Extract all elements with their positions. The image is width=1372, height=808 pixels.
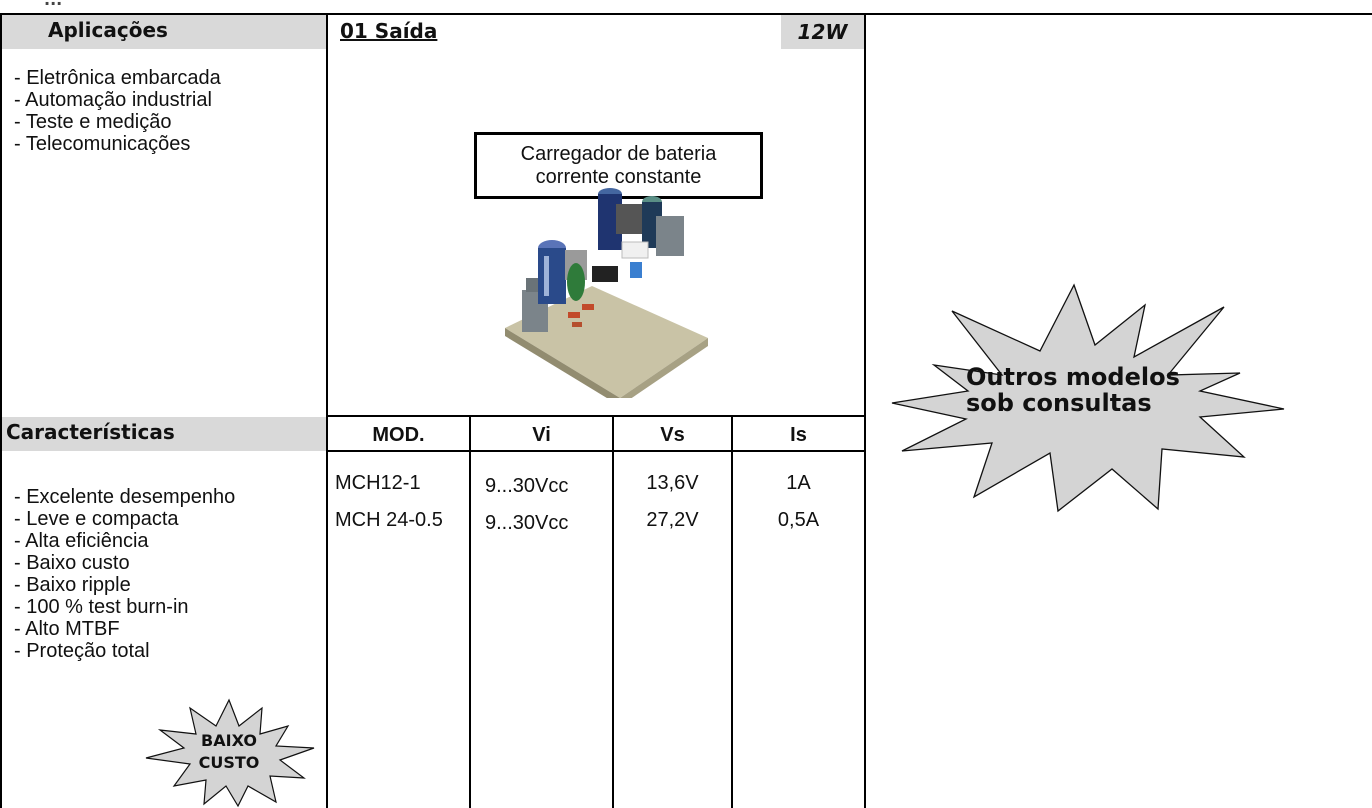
list-item: - Proteção total [14,640,150,662]
other-models-burst [891,283,1285,513]
features-header: Características [2,417,326,451]
table-cell-vs: 13,6V [646,472,699,494]
other-models-label: Outros modelos sob consultas [966,364,1180,416]
white-relay [621,241,649,259]
product-name-box: Carregador de bateria corrente constante [474,132,763,199]
pcb-board-side [620,338,708,398]
product-box-line1: Carregador de bateria [520,142,717,165]
table-header-vi: Vi [532,423,551,446]
table-cell-is: 0,5A [777,509,820,531]
low-cost-line1: BAIXO [201,731,257,750]
list-item: - Excelente desempenho [14,486,236,508]
list-item: - Baixo custo [14,552,130,574]
power-badge: 12W [781,15,864,49]
table-col-divider-1 [469,415,471,808]
list-item: - Teste e medição [14,111,172,133]
green-component [567,263,585,301]
capacitor-highlight [544,256,549,296]
table-cell-model: MCH12-1 [335,472,421,494]
product-title: 01 Saída [340,19,438,43]
list-item: - Automação industrial [14,89,212,111]
table-cell-vi: 9...30Vcc [485,475,569,497]
header-fragment: ... [44,0,62,9]
table-cell-vs: 27,2V [646,509,699,531]
product-box-line2: corrente constante [535,165,702,188]
low-cost-burst-shape [145,698,315,808]
table-header-vs: Vs [660,423,685,446]
table-header-mod: MOD. [372,423,425,446]
list-item: - Eletrônica embarcada [14,67,221,89]
blue-trimmer [630,262,642,278]
table-cell-is: 1A [786,472,811,494]
other-models-burst-shape [891,283,1285,513]
header-strip: ... [0,0,1372,14]
list-item: - 100 % test burn-in [14,596,189,618]
resistor-1 [568,312,580,318]
table-header-is: Is [790,423,807,446]
table-col-divider-2 [612,415,614,808]
table-header-rule [326,450,866,452]
list-item: - Alto MTBF [14,618,120,640]
list-item: - Telecomunicações [14,133,191,155]
list-item: - Baixo ripple [14,574,131,596]
power-value: 12W [797,20,848,44]
low-cost-label: BAIXO CUSTO [182,730,276,774]
outer-left-border [0,13,2,808]
ic-chip [592,266,618,282]
terminal-block-right [656,216,684,256]
features-title: Características [6,420,175,444]
list-item: - Alta eficiência [14,530,149,552]
features-list: - Excelente desempenho - Leve e compacta… [14,486,235,662]
column-divider-2 [864,13,866,808]
table-cell-model: MCH 24-0.5 [335,509,443,531]
other-models-line2: sob consultas [966,389,1152,417]
circuit-board-image [505,188,708,398]
resistor-3 [572,322,582,327]
outer-top-border [0,13,1372,15]
low-cost-line2: CUSTO [198,753,260,772]
column-divider-1 [326,13,328,808]
ic-regulator [616,204,644,234]
other-models-line1: Outros modelos [966,363,1180,391]
applications-header: Aplicações [2,15,326,49]
resistor-2 [582,304,594,310]
capacitor [538,248,566,304]
applications-title: Aplicações [48,18,168,42]
pcb-board-top [505,286,708,398]
list-item: - Leve e compacta [14,508,179,530]
applications-list: - Eletrônica embarcada - Automação indus… [14,67,221,155]
table-col-divider-3 [731,415,733,808]
pcb-board-edge [505,328,620,398]
low-cost-burst [145,698,315,808]
table-cell-vi: 9...30Vcc [485,512,569,534]
table-top-border [326,415,866,417]
